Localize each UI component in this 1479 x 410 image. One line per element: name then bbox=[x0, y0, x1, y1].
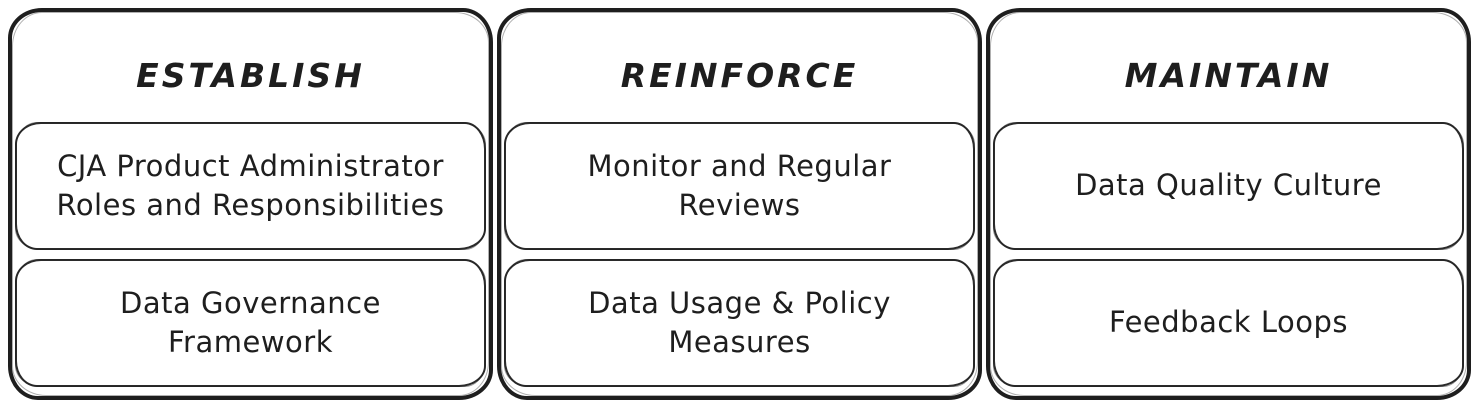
phase-card-establish: ESTABLISH CJA Product Administrator Role… bbox=[8, 8, 493, 400]
phase-title-establish: ESTABLISH bbox=[136, 55, 365, 95]
item-box: Data Usage & Policy Measures bbox=[504, 259, 975, 387]
item-label: CJA Product Administrator Roles and Resp… bbox=[56, 148, 445, 222]
phase-title-maintain: MAINTAIN bbox=[1124, 55, 1333, 95]
item-label: Data Governance Framework bbox=[120, 285, 381, 359]
item-box: Monitor and Regular Reviews bbox=[504, 122, 975, 250]
phase-title-reinforce: REINFORCE bbox=[620, 55, 859, 95]
item-box: Data Governance Framework bbox=[15, 259, 486, 387]
item-label: Data Quality Culture bbox=[1075, 168, 1382, 203]
item-box: CJA Product Administrator Roles and Resp… bbox=[15, 122, 486, 250]
item-box: Feedback Loops bbox=[993, 259, 1464, 387]
item-label: Monitor and Regular Reviews bbox=[587, 148, 892, 222]
item-label: Data Usage & Policy Measures bbox=[588, 285, 891, 359]
item-label: Feedback Loops bbox=[1109, 305, 1348, 340]
phase-card-reinforce: REINFORCE Monitor and Regular Reviews Da… bbox=[497, 8, 982, 400]
item-box: Data Quality Culture bbox=[993, 122, 1464, 250]
phase-card-maintain: MAINTAIN Data Quality Culture Feedback L… bbox=[986, 8, 1471, 400]
